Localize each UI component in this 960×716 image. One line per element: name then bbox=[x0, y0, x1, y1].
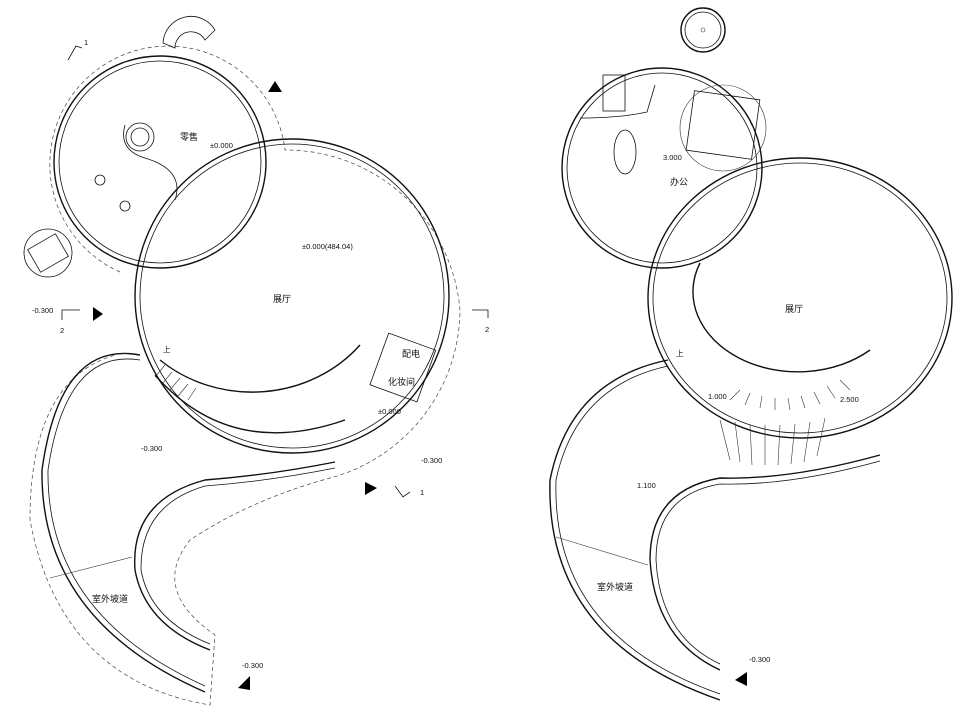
level-south-entry: -0.300 bbox=[421, 456, 442, 465]
ramp-inner-wall bbox=[649, 454, 881, 671]
level-landing: 1.000 bbox=[708, 392, 727, 401]
level-office: 3.000 bbox=[663, 153, 682, 162]
section-mark-2-left bbox=[61, 309, 80, 320]
room-label-hall: 展厅 bbox=[785, 304, 803, 315]
retail-counter bbox=[123, 124, 178, 201]
room-label-hall: 展厅 bbox=[273, 294, 291, 305]
level-stair: 2.500 bbox=[840, 395, 859, 404]
spiral-stair-post bbox=[700, 27, 706, 33]
stair-up-label: 上 bbox=[676, 349, 684, 358]
level-hall: ±0.000(484.04) bbox=[302, 242, 353, 251]
room-label-ramp: 室外坡道 bbox=[597, 581, 633, 593]
ramp-inner-wall bbox=[134, 461, 336, 651]
room-label-power: 配电 bbox=[402, 348, 420, 360]
entry-arrow-ramp bbox=[735, 672, 747, 686]
retail-wall-outer bbox=[53, 55, 267, 269]
hall-wall-inner bbox=[652, 162, 948, 434]
ramp-outer-wall-2 bbox=[555, 365, 721, 695]
ramp-break-line bbox=[555, 536, 649, 566]
left-plan: 零售 展厅 配电 化妆间 室外坡道 ±0.000 ±0.000(484.04) … bbox=[23, 15, 489, 706]
stair-treads-lower bbox=[719, 417, 826, 466]
section-label-2: 2 bbox=[60, 326, 64, 335]
sofa-set bbox=[685, 90, 761, 160]
service-rooms bbox=[369, 332, 437, 403]
ramp-inner-wall-2 bbox=[655, 460, 881, 665]
section-mark-2-right bbox=[472, 309, 489, 318]
entry-arrow-north bbox=[268, 81, 282, 92]
level-ramp-end: -0.300 bbox=[749, 655, 770, 664]
level-ramp: 1.100 bbox=[637, 481, 656, 490]
spiral-stair bbox=[162, 15, 216, 49]
entry-arrow-west bbox=[93, 307, 103, 321]
spiral-stair-inner bbox=[684, 11, 722, 49]
stair-treads bbox=[154, 364, 197, 401]
right-plan: 办公 展厅 室外坡道 3.000 1.000 2.500 1.100 -0.30… bbox=[549, 7, 953, 701]
office-wall-inner bbox=[566, 72, 758, 264]
column bbox=[119, 200, 131, 212]
inner-arc bbox=[692, 262, 871, 373]
ramp-inner-wall-2 bbox=[140, 467, 336, 645]
office-wall-outer bbox=[561, 67, 763, 269]
entry-arrow-south bbox=[365, 482, 377, 495]
conference-table bbox=[613, 129, 637, 175]
retail-wall-inner bbox=[58, 60, 262, 264]
hall-wall-outer bbox=[647, 157, 953, 439]
spiral-stair bbox=[680, 7, 726, 53]
room-label-office: 办公 bbox=[670, 176, 688, 188]
ramp-outer-wall-inner bbox=[47, 358, 206, 687]
ramp-outer-wall bbox=[549, 359, 721, 701]
office-partition bbox=[579, 84, 656, 119]
meeting-table bbox=[602, 74, 626, 112]
section-mark-1-top bbox=[67, 45, 83, 61]
hall-wall-outer bbox=[134, 138, 450, 454]
section-label-1b: 1 bbox=[420, 488, 424, 497]
corridor-arc bbox=[154, 374, 346, 434]
level-ramp-end: -0.300 bbox=[242, 661, 263, 670]
room-label-retail: 零售 bbox=[180, 131, 198, 143]
room-label-ramp: 室外坡道 bbox=[92, 593, 128, 605]
meeting-area bbox=[679, 84, 767, 172]
left-roof-outline bbox=[29, 45, 461, 706]
level-retail: ±0.000 bbox=[210, 141, 233, 150]
room-label-dressing: 化妆间 bbox=[388, 376, 415, 388]
column bbox=[94, 174, 106, 186]
inner-arc bbox=[159, 344, 361, 393]
hall-wall-inner bbox=[139, 143, 445, 449]
ramp-break-line bbox=[49, 556, 133, 579]
hvac-unit bbox=[23, 228, 73, 278]
level-corridor: ±0.000 bbox=[378, 407, 401, 416]
ramp-outer-wall bbox=[41, 352, 206, 693]
stair-treads bbox=[729, 379, 851, 411]
stair-up-label: 上 bbox=[163, 345, 171, 354]
level-ramp: -0.300 bbox=[141, 444, 162, 453]
section-label-2b: 2 bbox=[485, 325, 489, 334]
entry-arrow-ramp bbox=[238, 676, 250, 690]
retail-feature bbox=[125, 122, 155, 152]
hvac-box bbox=[27, 233, 69, 273]
section-label-1: 1 bbox=[84, 38, 88, 47]
section-mark-1-bottom bbox=[394, 485, 411, 498]
level-west-entry: -0.300 bbox=[32, 306, 53, 315]
retail-feature-inner bbox=[130, 127, 150, 147]
